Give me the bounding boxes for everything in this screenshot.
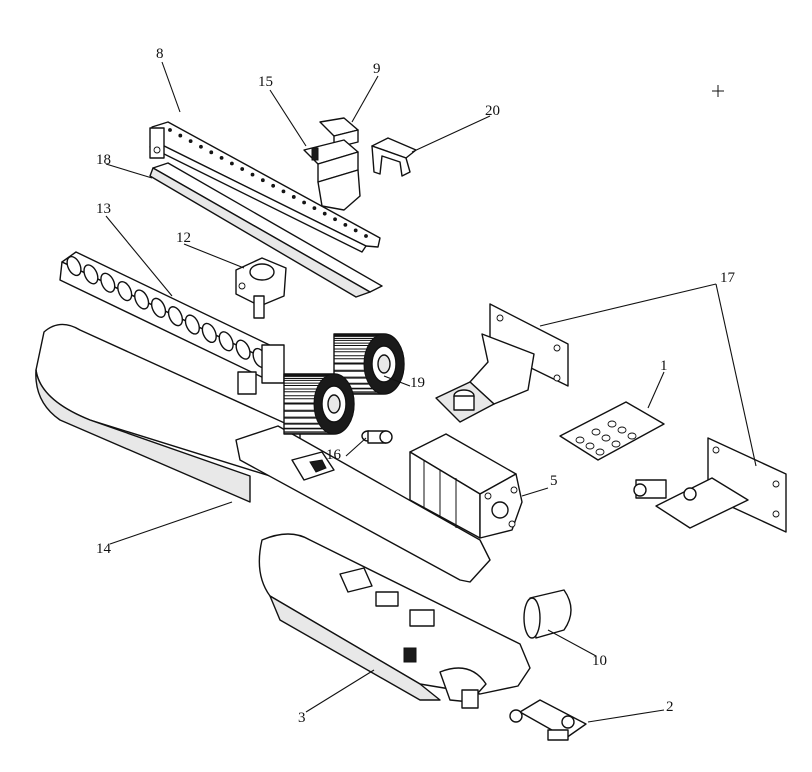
callout-1: 1 (660, 358, 668, 374)
callout-12: 12 (176, 230, 191, 246)
leader-lines (105, 61, 757, 723)
callout-13: 13 (96, 201, 111, 217)
callout-3: 3 (298, 710, 306, 726)
part-16-pin (361, 430, 393, 444)
part-17-bracket-upper (435, 303, 569, 423)
part-10-cylinder (523, 589, 572, 639)
callout-19: 19 (410, 375, 425, 391)
part-13-screw-rail (59, 251, 285, 395)
callout-17: 17 (720, 270, 735, 286)
part-19-roller (333, 333, 405, 395)
crosshair-cursor-icon (712, 85, 724, 97)
part-17-bracket-lower (633, 437, 787, 533)
callout-8: 8 (156, 46, 164, 62)
part-12-clamp (235, 257, 287, 319)
callout-20: 20 (485, 103, 500, 119)
callout-15: 15 (258, 74, 273, 90)
callout-9: 9 (373, 61, 381, 77)
part-2-hinge (509, 699, 587, 741)
part-5-motor (409, 433, 523, 539)
callout-10: 10 (592, 653, 607, 669)
callout-2: 2 (666, 699, 674, 715)
callout-14: 14 (96, 541, 111, 557)
callout-16: 16 (326, 447, 341, 463)
part-18-strip (149, 162, 383, 298)
part-20-clip (371, 137, 417, 177)
roller-secondary (283, 373, 355, 435)
part-8-rail (149, 121, 381, 253)
callout-18: 18 (96, 152, 111, 168)
part-3-base-housing (258, 533, 531, 709)
callout-5: 5 (550, 473, 558, 489)
part-1-plate (559, 401, 665, 461)
part-15-clip (303, 139, 361, 211)
part-14-housing-cover (35, 323, 491, 583)
